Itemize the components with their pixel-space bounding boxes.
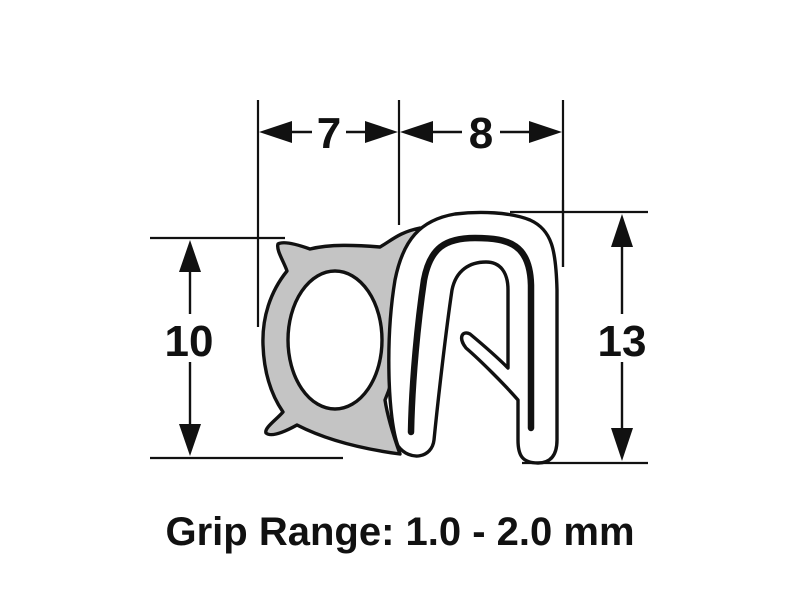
dimension-height-channel: 13 [598,214,647,461]
dimension-width-bulb: 7 [259,109,398,158]
dim-label-8: 8 [469,109,493,158]
arrow-left-icon [259,121,292,143]
arrow-left-icon [400,121,433,143]
dim-label-7: 7 [317,109,341,158]
arrow-up-icon [179,240,201,272]
dimension-height-bulb: 10 [165,240,214,456]
dimension-width-channel: 8 [400,109,562,158]
arrow-up-icon [611,214,633,247]
arrow-right-icon [529,121,562,143]
arrow-down-icon [611,428,633,461]
seal-channel [387,210,559,465]
dim-label-13: 13 [598,317,647,366]
seal-bulb [261,226,422,456]
arrow-down-icon [179,424,201,456]
grip-range-caption: Grip Range: 1.0 - 2.0 mm [165,510,635,554]
arrow-right-icon [365,121,398,143]
dim-label-10: 10 [165,317,214,366]
